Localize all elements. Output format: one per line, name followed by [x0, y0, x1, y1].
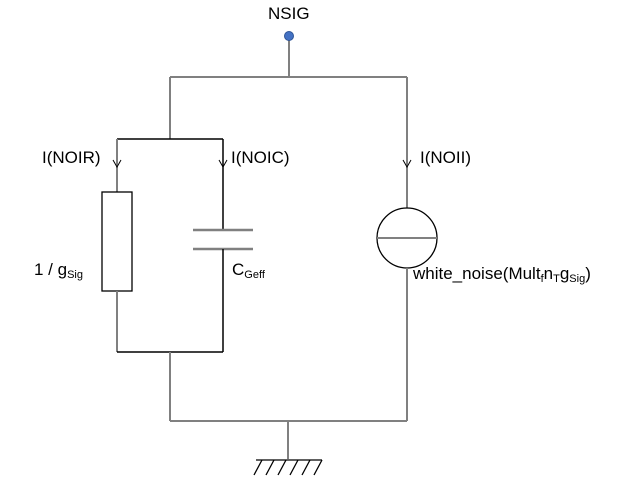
node-terminal: [284, 31, 294, 41]
capacitor-label: CGeff: [232, 260, 265, 281]
resistor-label-sub: Sig: [67, 269, 83, 281]
current-label-resistor: I(NOIR): [42, 148, 101, 167]
resistor-label-main: 1 / g: [34, 260, 68, 279]
resistor: [101, 191, 133, 292]
source-label-suffix: ): [585, 264, 591, 283]
source-label-sub: f: [540, 273, 544, 285]
arrow-down-icon: [218, 159, 228, 169]
node-label: NSIG: [268, 4, 310, 23]
arrow-down-icon: [402, 159, 412, 169]
source-label-part: n: [543, 264, 554, 283]
current-label-source: I(NOII): [420, 148, 471, 167]
current-label-capacitor: I(NOIC): [231, 148, 290, 167]
capacitor-label-main: C: [232, 260, 245, 279]
source-label-sub: Sig: [569, 273, 586, 285]
arrow-down-icon: [112, 159, 122, 169]
source-label-sub: T: [553, 273, 560, 285]
source-label-part: g: [559, 264, 570, 283]
source-label-prefix: white_noise(Mult: [413, 264, 541, 283]
ground-icon: [253, 459, 323, 476]
resistor-label: 1 / gSig: [34, 260, 83, 281]
source-label: white_noise(MultfnTgSig): [413, 264, 591, 285]
capacitor-label-sub: Geff: [244, 269, 265, 281]
